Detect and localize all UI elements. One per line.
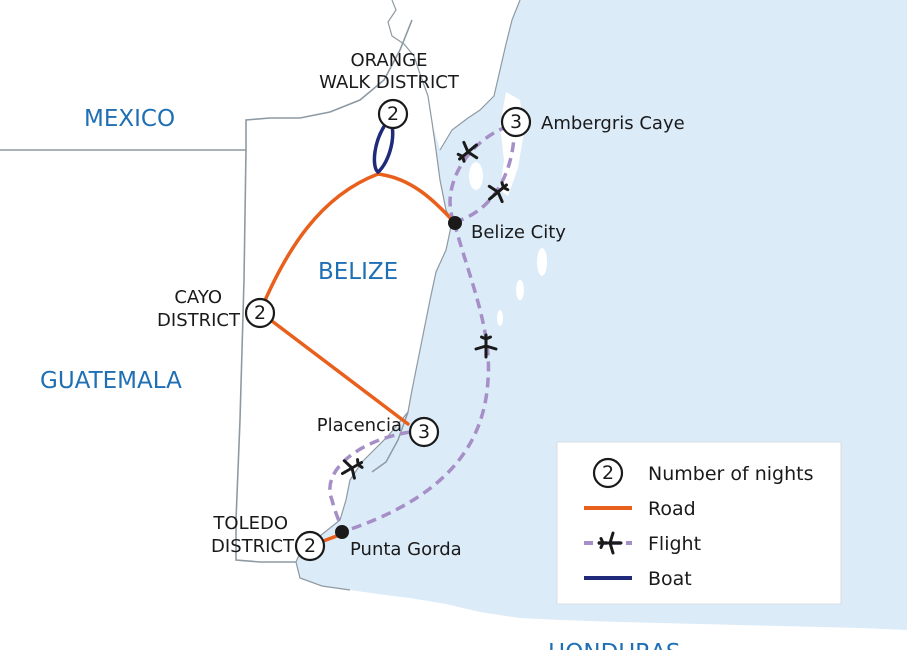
place-label-orange-walk-2: WALK DISTRICT (319, 72, 460, 93)
nights-marker-orange-walk: 2 (377, 98, 409, 130)
legend-item-road: Road (584, 498, 696, 520)
nights-marker-toledo: 2 (294, 530, 326, 562)
place-label-punta-gorda: Punta Gorda (350, 539, 462, 560)
nights-marker-cayo: 2 (244, 297, 276, 329)
coastline-north (439, 0, 521, 151)
road-route-north (258, 172, 456, 314)
place-label-cayo-2: DISTRICT (157, 310, 241, 331)
place-label-orange-walk: ORANGE (350, 50, 427, 71)
legend-item-flight: Flight (584, 531, 701, 555)
legend-item-boat: Boat (584, 568, 692, 590)
border-mexico (0, 19, 413, 151)
coastline (295, 0, 453, 591)
svg-text:2: 2 (602, 462, 614, 484)
svg-text:Boat: Boat (648, 568, 692, 590)
boat-route (372, 114, 395, 175)
placencia-peninsula (371, 411, 409, 473)
svg-text:Number of nights: Number of nights (648, 463, 814, 485)
place-label-placencia: Placencia (317, 415, 402, 436)
place-label-toledo: TOLEDO (212, 513, 288, 534)
legend-item-nights: 2 Number of nights (592, 457, 814, 489)
legend: 2 Number of nights Road Flight Boat (556, 441, 842, 605)
yucatan-coast (388, 0, 520, 150)
svg-text:3: 3 (418, 421, 430, 443)
nights-marker-ambergris: 3 (500, 106, 532, 138)
caye (537, 248, 547, 276)
svg-text:Flight: Flight (648, 533, 701, 555)
svg-text:2: 2 (387, 103, 399, 125)
flight-route-ambergris-a (448, 122, 515, 223)
city-dot-punta-gorda (335, 525, 349, 539)
country-label-mexico: MEXICO (84, 106, 175, 132)
flight-route-south (341, 221, 491, 534)
country-label-honduras: HONDURAS (548, 640, 681, 650)
svg-text:Road: Road (648, 498, 696, 520)
road-route-south (258, 310, 410, 426)
place-label-cayo: CAYO (174, 287, 222, 308)
border-guatemala (235, 149, 296, 563)
caye (516, 280, 524, 300)
caye (469, 162, 483, 190)
place-label-ambergris: Ambergris Caye (541, 113, 685, 134)
city-dot-belize-city (448, 216, 462, 230)
svg-text:2: 2 (304, 535, 316, 557)
place-label-toledo-2: DISTRICT (211, 536, 295, 557)
nights-marker-placencia: 3 (408, 416, 440, 448)
caye (497, 310, 503, 326)
country-label-guatemala: GUATEMALA (40, 368, 182, 394)
country-label-belize: BELIZE (318, 259, 398, 285)
place-label-belize-city: Belize City (471, 222, 566, 243)
flight-route-placencia (328, 430, 411, 533)
honduras-coast (470, 628, 907, 650)
svg-text:3: 3 (510, 111, 522, 133)
svg-text:2: 2 (254, 302, 266, 324)
